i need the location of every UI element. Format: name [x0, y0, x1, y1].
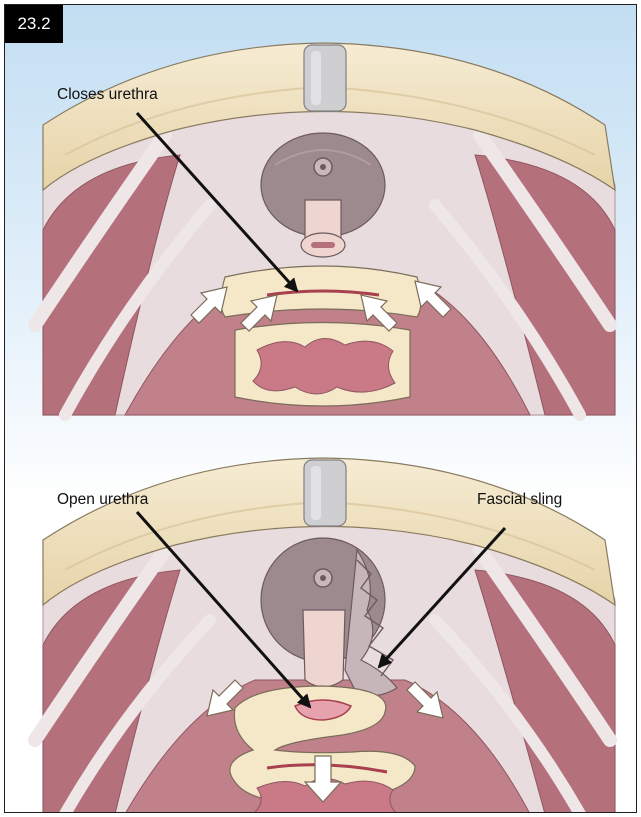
urethra-b	[303, 610, 345, 687]
panel-closed-urethra	[5, 5, 636, 425]
pubic-symphysis	[304, 45, 346, 111]
figure-frame: 23.2 Closes urethra Open urethra Fascial…	[4, 4, 637, 813]
fascial-sling-label: Fascial sling	[477, 491, 562, 509]
open-urethra-label: Open urethra	[57, 491, 148, 509]
figure-number: 23.2	[5, 5, 63, 43]
pubic-symphysis-b	[304, 460, 346, 526]
closes-urethra-label: Closes urethra	[57, 86, 158, 104]
